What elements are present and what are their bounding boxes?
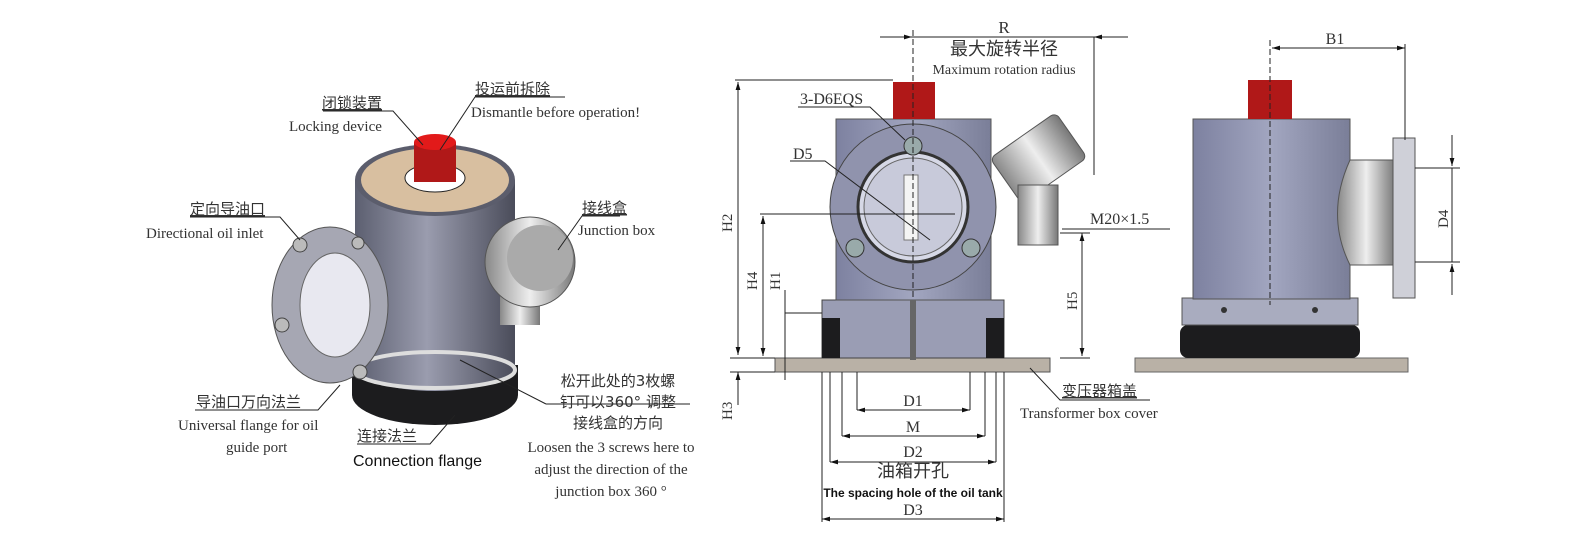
dim-3-D6EQS: 3-D6EQS	[800, 91, 863, 108]
loosen-label-3: junction box 360 °	[554, 484, 666, 500]
dim-H2: H2	[720, 214, 736, 232]
side-view	[1134, 80, 1416, 373]
cover-label: Transformer box cover	[1020, 406, 1158, 422]
universal-flange-label-2: guide port	[226, 440, 288, 456]
dim-M: M	[906, 419, 920, 436]
front-dimension-lines	[730, 30, 1170, 522]
dim-D3: D3	[903, 502, 923, 519]
left-leaders	[190, 96, 690, 445]
relay-body	[355, 180, 515, 391]
cover-cn: 变压器箱盖	[1062, 382, 1137, 400]
dismantle-label: Dismantle before operation!	[471, 105, 640, 121]
dim-H1: H1	[768, 272, 784, 290]
dim-H5: H5	[1065, 292, 1081, 310]
dim-B1: B1	[1326, 31, 1345, 48]
loosen-label-1: Loosen the 3 screws here to	[527, 440, 694, 456]
max-radius-label: Maximum rotation radius	[932, 63, 1075, 78]
universal-flange-label: Universal flange for oil	[178, 418, 318, 434]
side-cover-plate	[1134, 357, 1409, 373]
side-dimension-lines	[1269, 40, 1460, 305]
loosen-cn-2: 钉可以360° 调整	[560, 393, 676, 411]
connection-flange-label: Connection flange	[353, 453, 482, 470]
locking-device-cn: 闭锁装置	[322, 94, 382, 112]
junction-box-label: Junction box	[578, 223, 656, 239]
transformer-cover-plate	[774, 357, 1051, 373]
tank-hole-cn: 油箱开孔	[877, 461, 949, 482]
oil-inlet-label: Directional oil inlet	[146, 226, 264, 242]
locking-device-label: Locking device	[289, 119, 382, 135]
locking-cap-front	[893, 82, 935, 119]
loosen-cn-3: 接线盒的方向	[573, 414, 663, 432]
tank-hole-label: The spacing hole of the oil tank	[823, 486, 1003, 500]
loosen-label-2: adjust the direction of the	[534, 462, 688, 478]
dim-D1: D1	[903, 393, 923, 410]
junction-box-cn: 接线盒	[582, 199, 627, 217]
dim-R: R	[998, 18, 1010, 37]
dim-H3: H3	[720, 402, 736, 420]
connection-flange-cn: 连接法兰	[357, 427, 417, 445]
relay-body-side	[1192, 118, 1351, 300]
dim-D5: D5	[793, 146, 813, 163]
max-radius-cn: 最大旋转半径	[950, 39, 1058, 60]
dim-D4: D4	[1436, 209, 1452, 228]
universal-flange-cn: 导油口万向法兰	[196, 393, 301, 411]
dim-H4: H4	[745, 271, 761, 290]
loosen-cn-1: 松开此处的3枚螺	[561, 372, 676, 390]
oil-inlet-cn: 定向导油口	[190, 200, 265, 218]
side-flange	[1392, 137, 1416, 299]
dismantle-cn: 投运前拆除	[475, 80, 550, 98]
dim-M20: M20×1.5	[1090, 211, 1149, 228]
junction-box-front	[991, 114, 1086, 202]
front-view	[774, 82, 1086, 373]
dim-D2: D2	[903, 444, 923, 461]
isometric-relay-view	[271, 134, 576, 425]
